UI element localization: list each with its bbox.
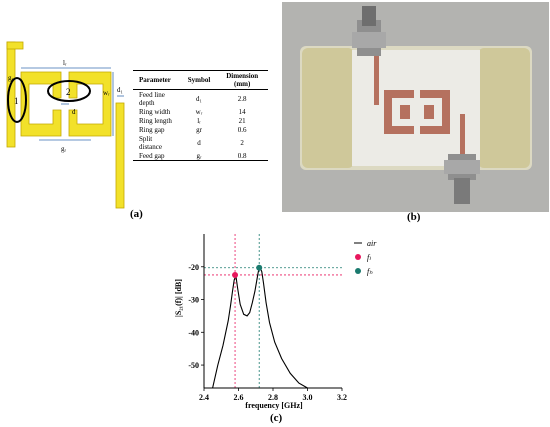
table-cell: 0.8 xyxy=(216,151,268,162)
table-cell: gr xyxy=(196,125,202,134)
table-row: Ring width wᵣ 14 xyxy=(133,107,268,116)
marker-fl xyxy=(232,271,239,278)
label-ellipse-1: 1 xyxy=(14,96,19,106)
split-ring-left xyxy=(20,71,62,137)
pcb-board xyxy=(352,50,480,166)
table-row: Feed line depth d₁ 2.8 xyxy=(133,90,268,108)
table-row: Feed gap gᵣ 0.8 xyxy=(133,151,268,162)
y-tick-label: -50 xyxy=(188,361,199,370)
label-width: wᵣ xyxy=(103,89,110,97)
header-parameter: Parameter xyxy=(133,69,182,91)
table-row: Ring gap gr 0.6 xyxy=(133,125,268,134)
header-symbol: Symbol xyxy=(181,69,217,91)
table-cell: wᵣ xyxy=(195,107,203,116)
legend-label-air: air xyxy=(367,239,377,248)
table-cell: d xyxy=(197,138,201,147)
table-cell: Feed line depth xyxy=(139,90,165,107)
resonator-diagram: 1 2 gᵣ lᵣ wᵣ d₁ d gᵣ xyxy=(6,41,125,209)
x-tick-label: 3.0 xyxy=(303,393,313,402)
parameter-table-wrap: Parameter Symbol Dimension (mm) Feed lin… xyxy=(133,69,268,162)
legend-marker-fh xyxy=(355,268,361,274)
label-ellipse-2: 2 xyxy=(66,87,71,97)
caption-b: (b) xyxy=(407,211,421,223)
caption-a: (a) xyxy=(130,208,143,220)
split-ring-right xyxy=(68,71,112,137)
table-cell: Feed gap xyxy=(133,151,182,162)
chart-legend: air fₗ fₕ xyxy=(354,239,377,276)
s21-chart: 2.4 2.6 2.8 3.0 3.2 -20 -30 -40 -50 |S₂₁(f)| [dB… xyxy=(174,234,377,410)
ellipse-1 xyxy=(7,77,27,123)
table-row: Split distance d 2 xyxy=(133,134,268,151)
sma-connector-top xyxy=(352,6,386,56)
table-cell: Split distance xyxy=(139,134,162,151)
x-tick-label: 3.2 xyxy=(337,393,347,402)
label-gap: gᵣ xyxy=(8,74,14,82)
tape-left xyxy=(302,48,354,168)
right-feed-line xyxy=(115,102,125,209)
x-tick-label: 2.8 xyxy=(268,393,278,402)
marker-fh xyxy=(256,264,263,271)
table-cell: 0.6 xyxy=(237,125,247,134)
legend-marker-fl xyxy=(355,254,361,260)
tape-right xyxy=(478,48,530,168)
y-tick-label: -40 xyxy=(188,328,199,337)
table-cell: gᵣ xyxy=(181,151,217,162)
legend-label-fh: fₕ xyxy=(367,267,373,276)
table-header-row: Parameter Symbol Dimension (mm) xyxy=(133,69,268,91)
parameter-table: Parameter Symbol Dimension (mm) Feed lin… xyxy=(133,69,268,162)
label-split: d xyxy=(72,108,76,116)
x-tick-label: 2.6 xyxy=(234,393,244,402)
table-cell: d₁ xyxy=(196,94,202,103)
table-cell: Ring width xyxy=(139,107,171,116)
table-cell: Ring gap xyxy=(139,125,165,134)
y-tick-label: -30 xyxy=(188,296,199,305)
table-cell: Ring length xyxy=(139,116,172,125)
table-cell: 2.8 xyxy=(237,94,247,103)
left-feed-stub xyxy=(6,41,24,50)
series-line-air xyxy=(212,266,308,389)
table-cell: 21 xyxy=(238,116,246,125)
label-feed-gap: gᵣ xyxy=(61,145,67,153)
label-feed-depth: d₁ xyxy=(117,86,123,94)
x-tick-label: 2.4 xyxy=(199,393,209,402)
caption-c: (c) xyxy=(270,412,283,424)
header-dimension: Dimension (mm) xyxy=(216,69,268,91)
y-tick-label: -20 xyxy=(188,263,199,272)
table-cell: 14 xyxy=(238,107,246,116)
ellipse-2 xyxy=(47,80,91,102)
table-cell: 2 xyxy=(240,138,244,147)
label-length: lᵣ xyxy=(63,59,67,67)
table-cell: lᵣ xyxy=(197,116,201,125)
device-photo xyxy=(282,2,549,212)
table-row: Ring length lᵣ 21 xyxy=(133,116,268,125)
y-axis-label: |S₂₁(f)| [dB] xyxy=(174,279,183,317)
legend-label-fl: fₗ xyxy=(367,253,371,262)
x-axis-label: frequency [GHz] xyxy=(245,401,303,410)
sma-connector-bottom xyxy=(444,154,480,204)
